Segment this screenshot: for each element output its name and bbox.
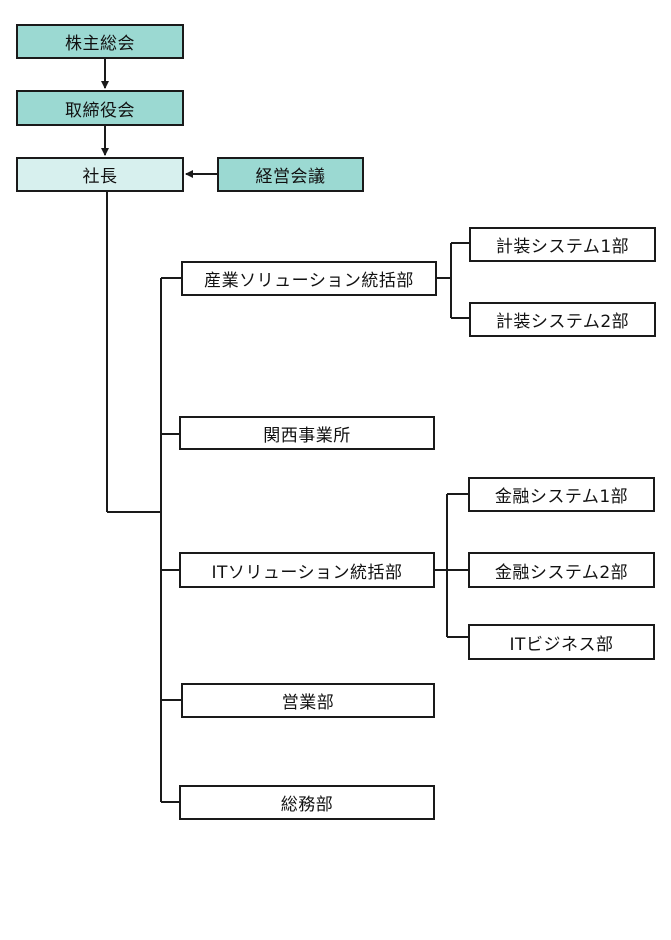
node-it-business: ITビジネス部	[468, 624, 655, 660]
node-shareholders-meeting: 株主総会	[16, 24, 184, 59]
node-board-of-directors: 取締役会	[16, 90, 184, 126]
node-finance-2: 金融システム2部	[468, 552, 655, 588]
node-finance-1: 金融システム1部	[468, 477, 655, 512]
node-management-council: 経営会議	[217, 157, 364, 192]
node-kansai-office: 関西事業所	[179, 416, 435, 450]
node-general-affairs: 総務部	[179, 785, 435, 820]
node-president: 社長	[16, 157, 184, 192]
node-instrumentation-2: 計装システム2部	[469, 302, 656, 337]
node-sales: 営業部	[181, 683, 435, 718]
node-instrumentation-1: 計装システム1部	[469, 227, 656, 262]
node-industrial-solutions-hq: 産業ソリューション統括部	[181, 261, 437, 296]
node-it-solutions-hq: ITソリューション統括部	[179, 552, 435, 588]
